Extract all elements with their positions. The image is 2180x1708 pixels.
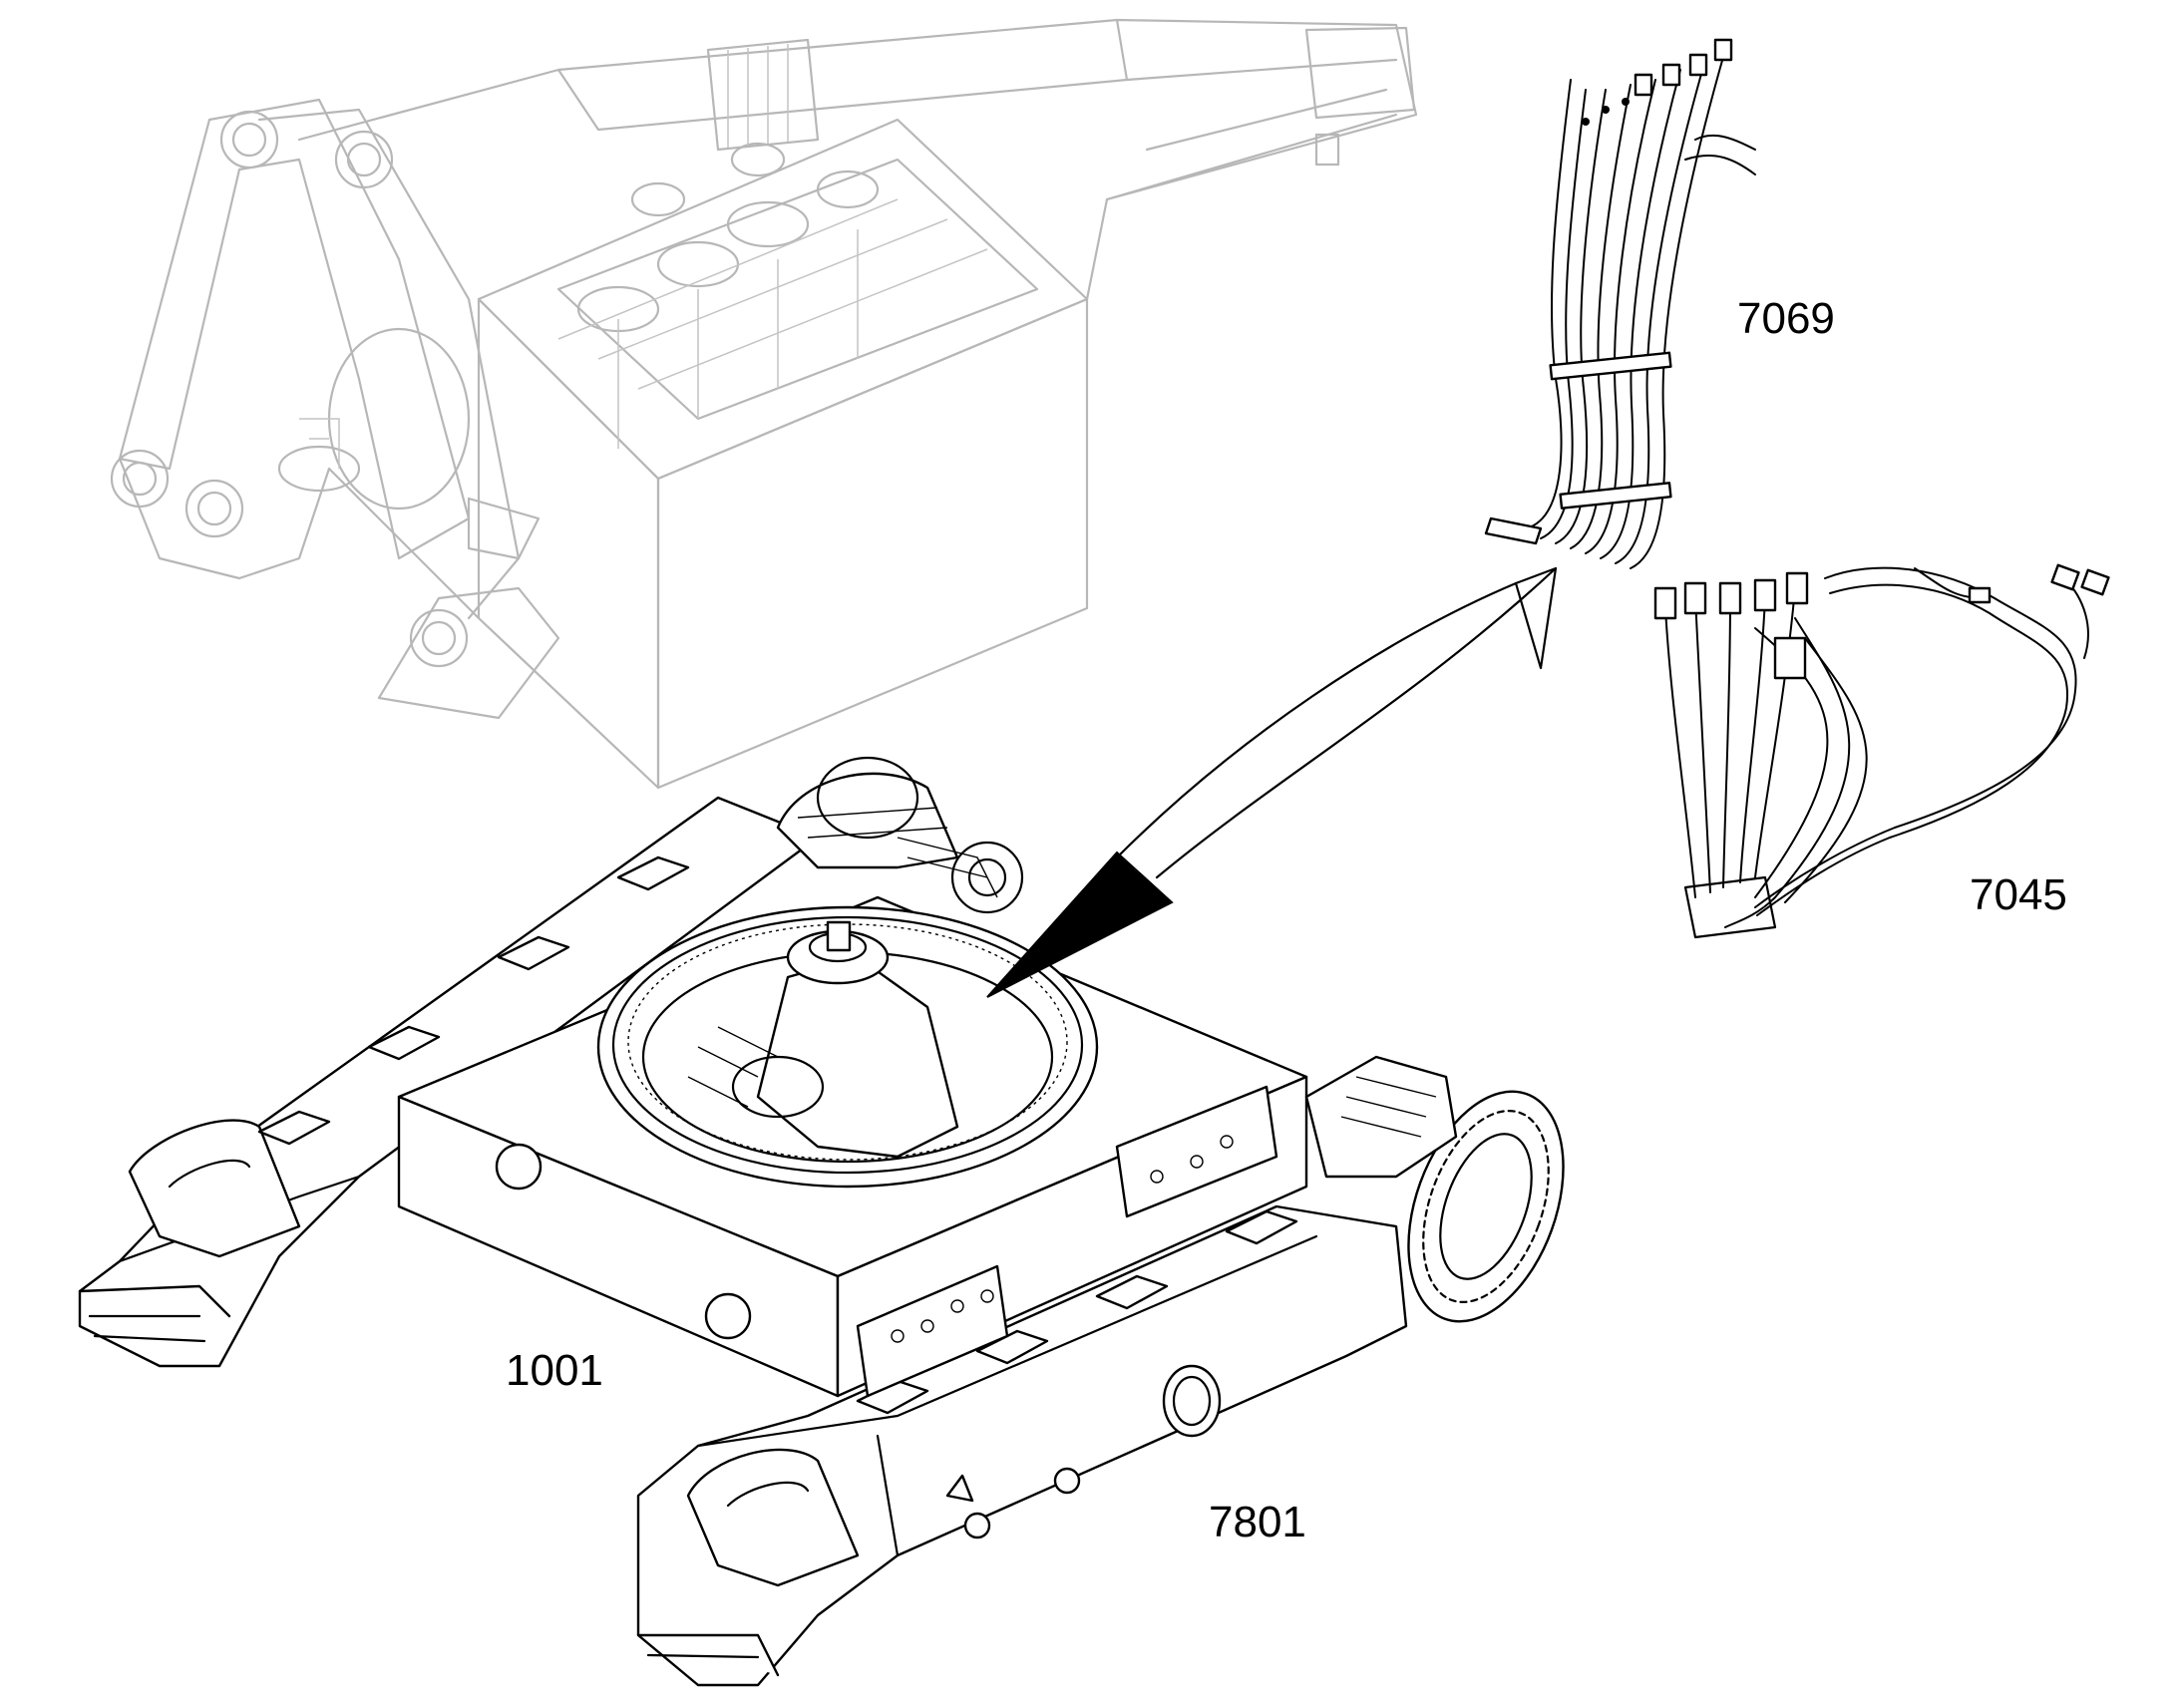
callout-1001: 1001	[506, 1346, 603, 1395]
detail-pointer	[986, 566, 1558, 998]
callout-7801: 7801	[1209, 1498, 1306, 1546]
callout-7045: 7045	[1970, 870, 2067, 919]
upper-frame-ghost	[110, 18, 1418, 790]
hose-bundle-7045	[1653, 563, 2110, 939]
undercarriage-drawing	[78, 756, 1565, 1687]
hose-bundle-7069	[1484, 38, 1756, 569]
callout-7069: 7069	[1737, 294, 1835, 343]
